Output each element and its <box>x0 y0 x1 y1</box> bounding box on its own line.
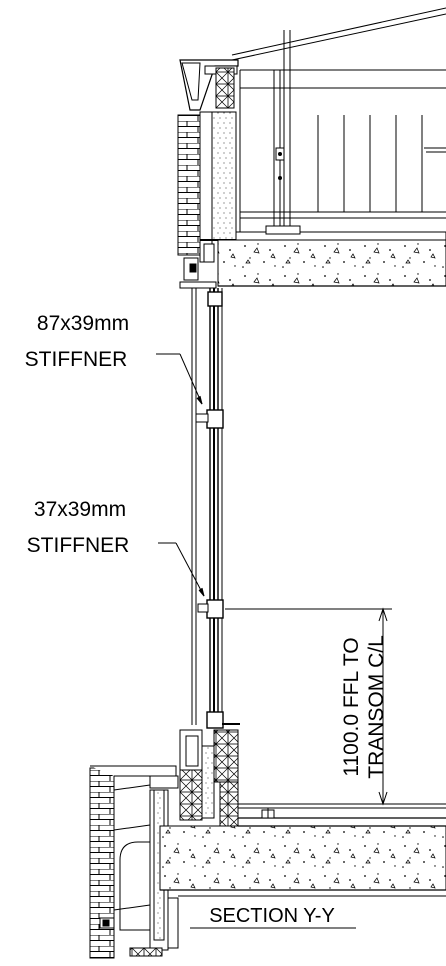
upper-parapet <box>177 59 241 281</box>
stiffener-upper-name-label: STIFFNER <box>25 348 128 371</box>
stiffener-upper-size-label: 87x39mm <box>37 312 129 335</box>
glazing-frame <box>191 288 240 729</box>
stiffener-lower-name-label: STIFFNER <box>27 534 130 557</box>
leader-lines <box>156 353 356 929</box>
balcony-balustrade <box>231 7 446 232</box>
lower-sill <box>89 729 239 959</box>
upper-slab <box>179 225 446 289</box>
dimension-label-line2: TRANSOM C/L <box>365 635 388 779</box>
stiffener-lower-size-label: 37x39mm <box>34 498 126 521</box>
dimension-label-line1: 1100.0 FFL TO <box>340 637 363 776</box>
dimension-line <box>225 607 392 806</box>
section-title: SECTION Y-Y <box>209 905 335 927</box>
